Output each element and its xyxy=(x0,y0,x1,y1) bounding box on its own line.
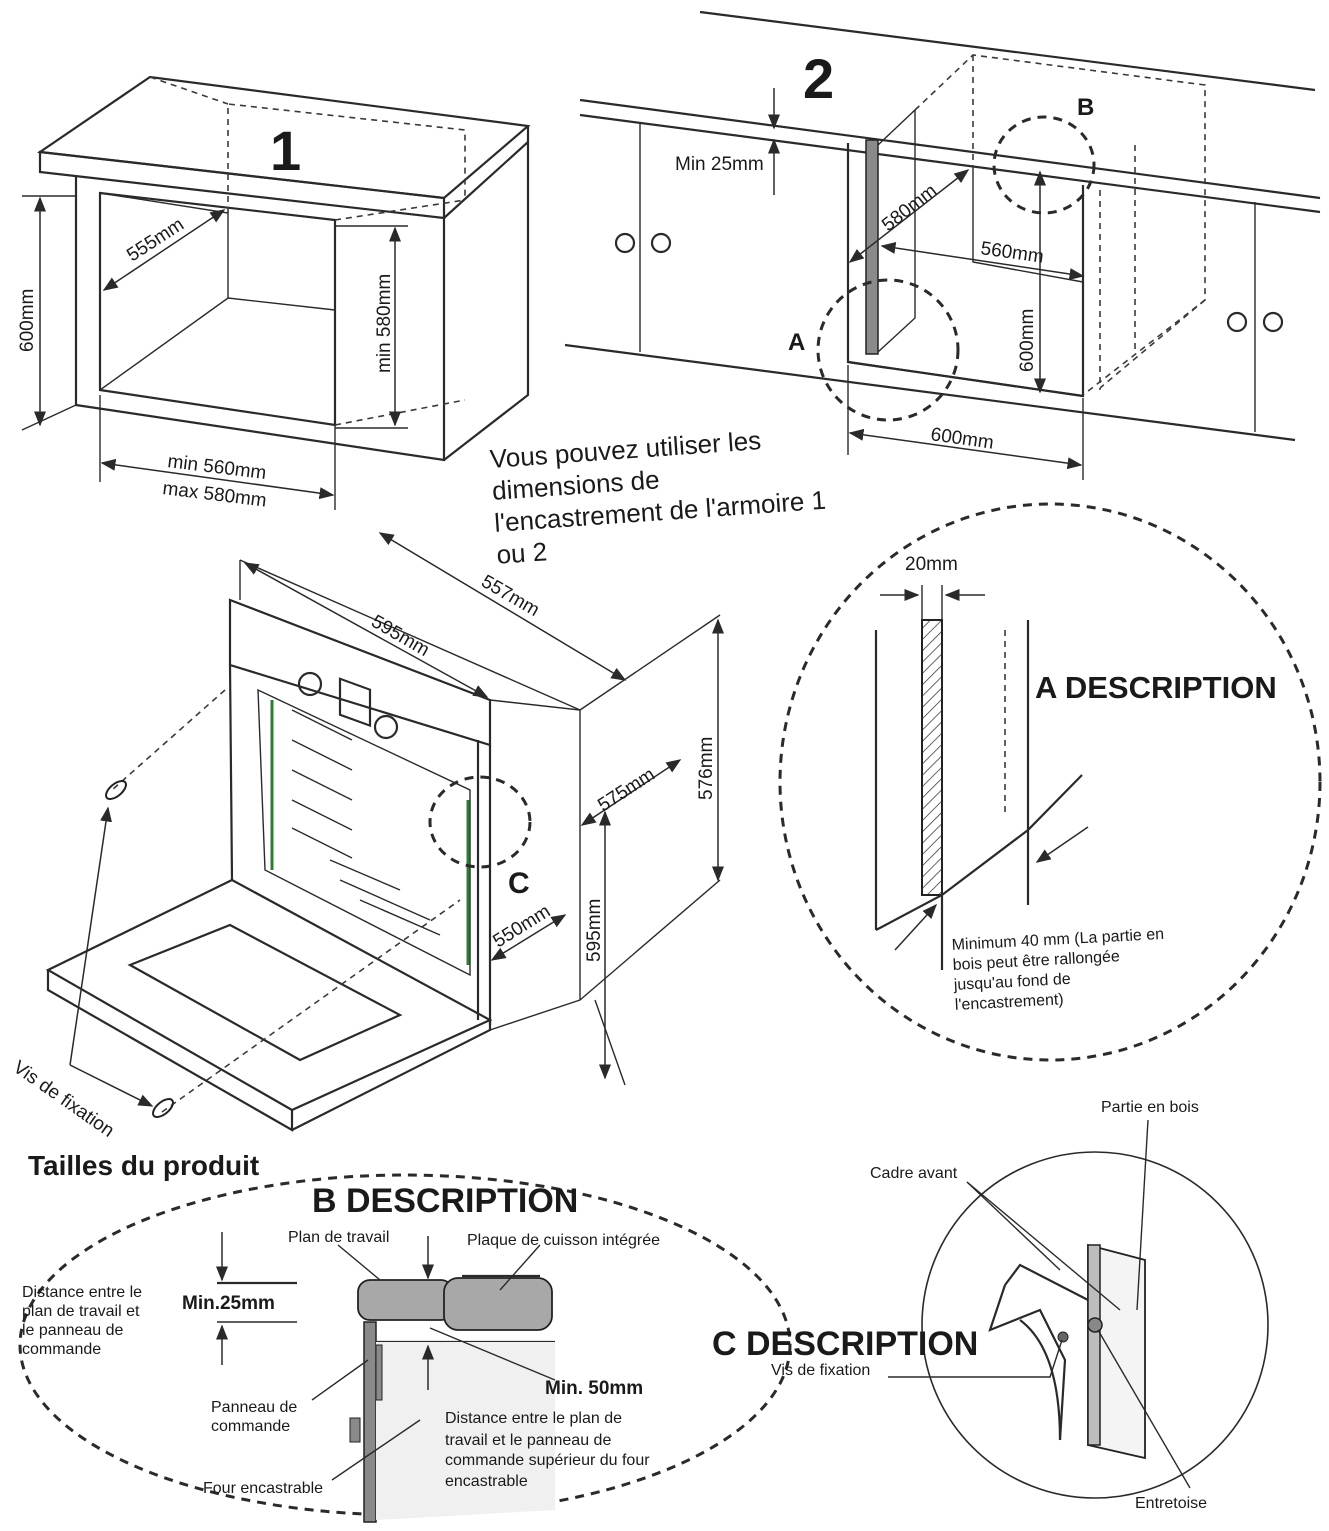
dim-560-fig2: 560mm xyxy=(979,238,1045,268)
b-dist2-2: travail et le panneau de xyxy=(445,1432,611,1449)
b-worktop: Plan de travail xyxy=(288,1229,389,1246)
dim-20: 20mm xyxy=(905,554,958,575)
a-note-3: jusqu'au fond de xyxy=(952,971,1071,994)
a-description: 20mm A DESCRIPTION Minimum 40 mm (La par… xyxy=(778,502,1322,1062)
b-min25: Min.25mm xyxy=(182,1293,275,1314)
marker-b: B xyxy=(1077,94,1094,121)
b-distance-3: le panneau de xyxy=(22,1322,124,1339)
b-dist2-1: Distance entre le plan de xyxy=(445,1410,622,1427)
dim-576: 576mm xyxy=(696,737,717,800)
a-note-4: l'encastrement) xyxy=(954,991,1064,1014)
dim-580-fig2: 580mm xyxy=(878,180,941,236)
cabinet-note: Vous pouvez utiliser les dimensions de l… xyxy=(489,425,827,570)
screws-label: Vis de fixation xyxy=(9,1057,118,1142)
b-hob: Plaque de cuisson intégrée xyxy=(467,1232,660,1249)
c-description-title: C DESCRIPTION xyxy=(712,1325,978,1363)
marker-c: C xyxy=(508,867,530,900)
spacer-icon xyxy=(1087,1317,1103,1333)
figure-2-kitchen: 2 Min 25mm 580mm 560mm 600mm 600mm A B xyxy=(564,10,1321,480)
a-note-1: Minimum 40 mm (La partie en xyxy=(951,926,1164,954)
c-description: C DESCRIPTION Partie en bois Cadre avant… xyxy=(712,1099,1269,1512)
figure-1-cabinet: 1 555mm 600mm min 580mm min 560mm max 58… xyxy=(17,75,531,512)
b-distance-4: commande xyxy=(22,1341,101,1358)
figure-2-number: 2 xyxy=(803,47,834,110)
product-sizes-label: Tailles du produit xyxy=(28,1150,259,1181)
screw-icon xyxy=(1057,1331,1069,1343)
b-description-title: B DESCRIPTION xyxy=(312,1182,578,1220)
b-min50: Min. 50mm xyxy=(545,1378,643,1399)
b-distance-1: Distance entre le xyxy=(22,1284,142,1301)
c-front-frame: Cadre avant xyxy=(870,1165,958,1182)
note-line-4: ou 2 xyxy=(496,536,549,569)
c-spacer: Entretoise xyxy=(1135,1495,1207,1512)
figure-1-number: 1 xyxy=(270,119,301,182)
dim-600-fig2-width: 600mm xyxy=(929,424,995,454)
dim-600-fig2-height: 600mm xyxy=(1017,309,1038,372)
b-description: B DESCRIPTION Plan de travail Plaque de … xyxy=(18,1173,792,1523)
screw-bottom-icon xyxy=(152,1098,174,1118)
b-distance-2: plan de travail et xyxy=(22,1303,140,1320)
c-screw: Vis de fixation xyxy=(771,1362,870,1379)
dim-557: 557mm xyxy=(478,571,543,621)
b-oven-label: Four encastrable xyxy=(203,1480,323,1497)
marker-a: A xyxy=(788,329,805,356)
a-description-title: A DESCRIPTION xyxy=(1035,670,1277,705)
b-panel-2: commande xyxy=(211,1418,290,1435)
c-wood-part: Partie en bois xyxy=(1101,1099,1199,1116)
dim-575: 575mm xyxy=(594,764,659,816)
dim-595-height: 595mm xyxy=(584,899,605,962)
oven-drawing: 557mm 595mm 576mm 575mm 595mm 550mm C Vi… xyxy=(9,532,724,1181)
dim-min580: min 580mm xyxy=(374,274,395,373)
b-panel-1: Panneau de xyxy=(211,1399,297,1416)
dim-550: 550mm xyxy=(490,901,555,952)
screw-top-icon xyxy=(105,780,127,800)
b-dist2-4: encastrable xyxy=(445,1473,528,1490)
dim-600-fig1: 600mm xyxy=(17,289,38,352)
b-dist2-3: commande supérieur du four xyxy=(445,1452,650,1469)
dim-min25: Min 25mm xyxy=(675,154,764,175)
